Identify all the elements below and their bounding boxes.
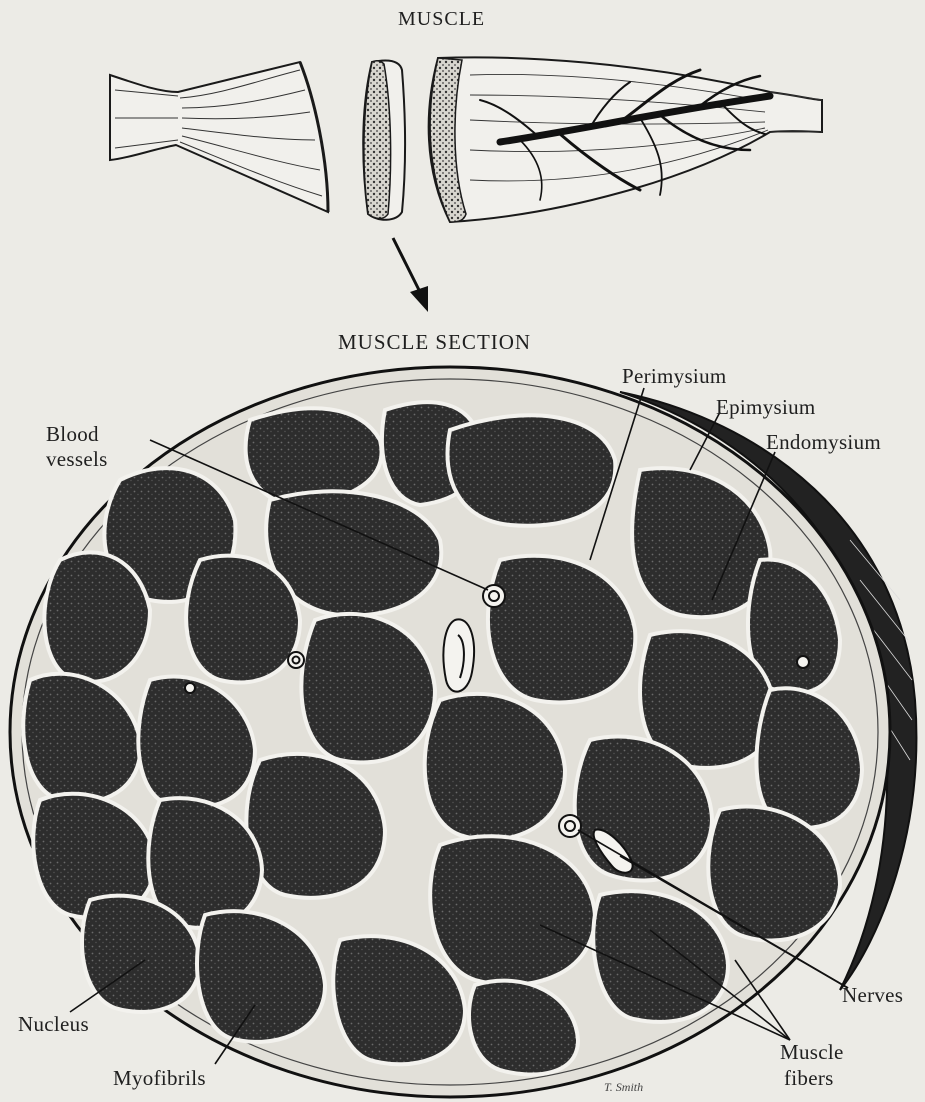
label-epimysium: Epimysium — [716, 395, 816, 419]
label-endomysium: Endomysium — [766, 430, 881, 454]
label-perimysium: Perimysium — [622, 364, 727, 388]
label-muscle-fibers-line2: fibers — [784, 1066, 834, 1090]
artist-signature: T. Smith — [604, 1080, 643, 1095]
label-myofibrils: Myofibrils — [113, 1066, 206, 1090]
muscle-cut-slice — [363, 60, 405, 219]
label-nerves: Nerves — [842, 983, 903, 1007]
fascicle — [448, 415, 616, 525]
muscle-left-piece — [110, 62, 328, 212]
muscle-section-heading: MUSCLE SECTION — [338, 330, 531, 355]
arrow-down-icon — [393, 238, 428, 312]
label-nucleus: Nucleus — [18, 1012, 89, 1036]
fascicle — [44, 552, 150, 682]
muscle-right-piece — [429, 57, 822, 222]
muscle-heading: MUSCLE — [398, 8, 485, 31]
label-muscle-fibers-line1: Muscle — [780, 1040, 844, 1064]
label-blood-vessels-line1: Blood — [46, 422, 99, 446]
label-blood-vessels-line2: vessels — [46, 447, 108, 471]
muscle-section — [10, 367, 916, 1097]
